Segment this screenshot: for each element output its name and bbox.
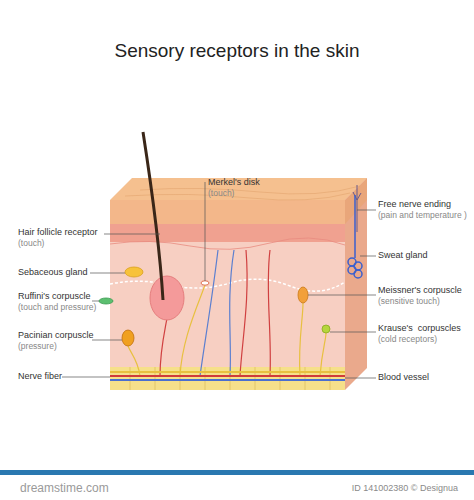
watermark: dreamstime.com <box>20 482 109 495</box>
receptor-name: Hair follicle receptor <box>18 228 98 238</box>
receptor-name: Ruffini's corpuscle <box>18 292 91 302</box>
receptor-function: (touch and pressure) <box>18 303 96 312</box>
receptor-function: (sensitive touch) <box>378 297 440 306</box>
part-name: Blood vessel <box>378 373 429 383</box>
receptor-name: Krause's corpuscles <box>378 324 461 334</box>
diagram-title: Sensory receptors in the skin <box>0 40 474 62</box>
receptor-name: Merkel's disk <box>208 178 260 188</box>
watermark: ID 141002380 © Designua <box>352 484 458 494</box>
part-name: Sweat gland <box>378 251 428 261</box>
receptor-function: (pressure) <box>18 342 57 351</box>
receptor-function: (touch) <box>208 189 234 198</box>
receptor-name: Free nerve ending <box>378 200 451 210</box>
receptor-name: Pacinian corpuscle <box>18 331 94 341</box>
part-name: Nerve fiber <box>18 372 62 382</box>
part-name: Sebaceous gland <box>18 268 88 278</box>
receptor-function: (pain and temperature ) <box>378 211 467 220</box>
receptor-function: (cold receptors) <box>378 335 437 344</box>
receptor-function: (touch) <box>18 239 44 248</box>
receptor-name: Meissner's corpuscle <box>378 286 462 296</box>
